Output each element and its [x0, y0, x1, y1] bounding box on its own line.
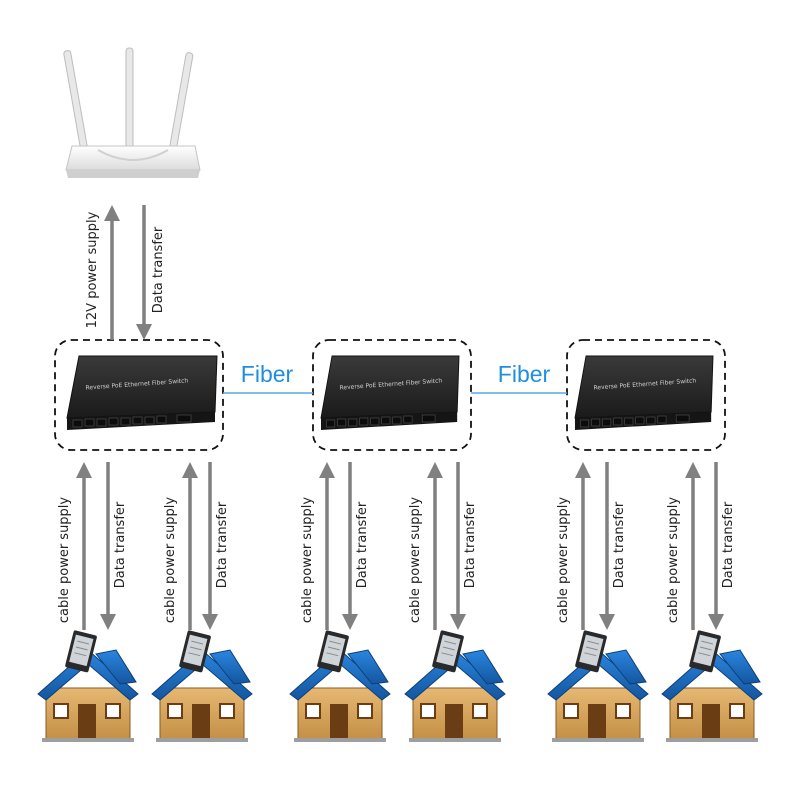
router-power-arrow — [104, 205, 120, 340]
house-data-arrow — [342, 462, 358, 630]
fiber-switch-icon — [574, 355, 714, 431]
house-power-label: cable power supply — [556, 497, 571, 624]
house-icon — [547, 629, 649, 743]
router-icon — [63, 47, 201, 178]
house-icon — [289, 629, 391, 743]
fiber-label: Fiber — [498, 361, 551, 387]
house-power-label: cable power supply — [300, 497, 315, 624]
house-icon — [37, 629, 139, 743]
fiber-link-1: Fiber — [223, 361, 313, 394]
fiber-link-2: Fiber — [471, 361, 567, 394]
router-data-label: Data transfer — [151, 226, 166, 313]
fiber-switch-icon — [320, 355, 460, 431]
house-power-arrow — [685, 462, 701, 630]
house-data-label: Data transfer — [463, 501, 478, 588]
house-data-arrow — [450, 462, 466, 630]
house-power-label: cable power supply — [163, 497, 178, 624]
house-icon — [404, 629, 506, 743]
house-data-label: Data transfer — [113, 501, 128, 588]
house-data-label: Data transfer — [721, 501, 736, 588]
house-data-label: Data transfer — [215, 501, 230, 588]
switch-2: Reverse PoE Ethernet Fiber Switch — [312, 339, 472, 451]
house-power-label: cable power supply — [57, 497, 72, 624]
house-power-arrow — [319, 462, 335, 630]
router-data-arrow — [136, 205, 152, 340]
house-power-arrow — [575, 462, 591, 630]
house-data-label: Data transfer — [355, 501, 370, 588]
house-power-label: cable power supply — [666, 497, 681, 624]
fiber-label: Fiber — [241, 361, 294, 387]
house-icon — [661, 629, 763, 743]
switch-3: Reverse PoE Ethernet Fiber Switch — [566, 339, 726, 451]
house-data-arrow — [100, 462, 116, 630]
house-data-arrow — [708, 462, 724, 630]
house-power-label: cable power supply — [408, 497, 423, 624]
house-power-arrow — [427, 462, 443, 630]
router-power-label: 12V power supply — [85, 211, 100, 328]
switch-enclosure — [566, 339, 726, 451]
house-power-arrow — [76, 462, 92, 630]
switch-enclosure — [312, 339, 472, 451]
house-icon — [151, 629, 253, 743]
house-data-arrow — [599, 462, 615, 630]
house-data-label: Data transfer — [612, 501, 627, 588]
house-power-arrow — [182, 462, 198, 630]
house-data-arrow — [202, 462, 218, 630]
fiber-switch-icon — [66, 355, 218, 431]
switch-1: Reverse PoE Ethernet Fiber Switch — [54, 339, 224, 451]
